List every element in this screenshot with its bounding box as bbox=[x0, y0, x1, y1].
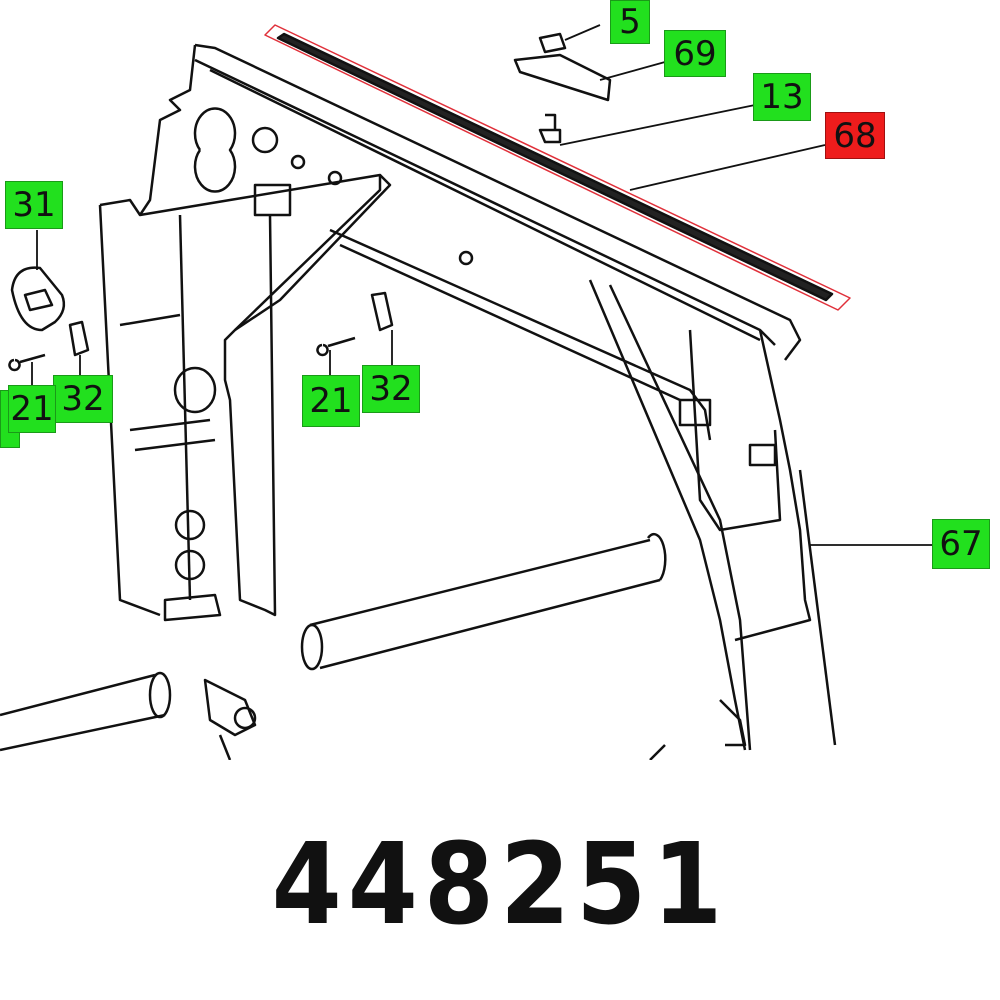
callout-21-center[interactable]: 21 bbox=[302, 375, 360, 427]
part-5-clip bbox=[538, 32, 567, 54]
callout-32-left[interactable]: 32 bbox=[53, 375, 113, 423]
callout-32-center[interactable]: 32 bbox=[362, 365, 420, 413]
callout-5[interactable]: 5 bbox=[610, 0, 650, 44]
highlight-box-68 bbox=[264, 24, 851, 311]
part-21-screw-center bbox=[316, 336, 356, 357]
callout-69[interactable]: 69 bbox=[664, 30, 726, 77]
seal-strip-68 bbox=[276, 32, 834, 302]
callout-13[interactable]: 13 bbox=[753, 73, 811, 121]
callout-31[interactable]: 31 bbox=[5, 181, 63, 229]
part-31-plate bbox=[10, 266, 66, 332]
callout-68[interactable]: 68 bbox=[825, 112, 885, 159]
part-32-clip-left bbox=[68, 320, 90, 357]
part-32-clip-center bbox=[370, 291, 394, 332]
part-13-screw bbox=[538, 113, 562, 144]
part-21-screw-left bbox=[8, 353, 46, 372]
callout-67[interactable]: 67 bbox=[932, 519, 990, 569]
frame-67 bbox=[0, 43, 837, 760]
exploded-parts-diagram bbox=[0, 24, 932, 760]
part-69-bracket bbox=[513, 53, 612, 102]
part-number: 448251 bbox=[271, 820, 729, 950]
callout-21-left[interactable]: 21 bbox=[8, 385, 56, 433]
